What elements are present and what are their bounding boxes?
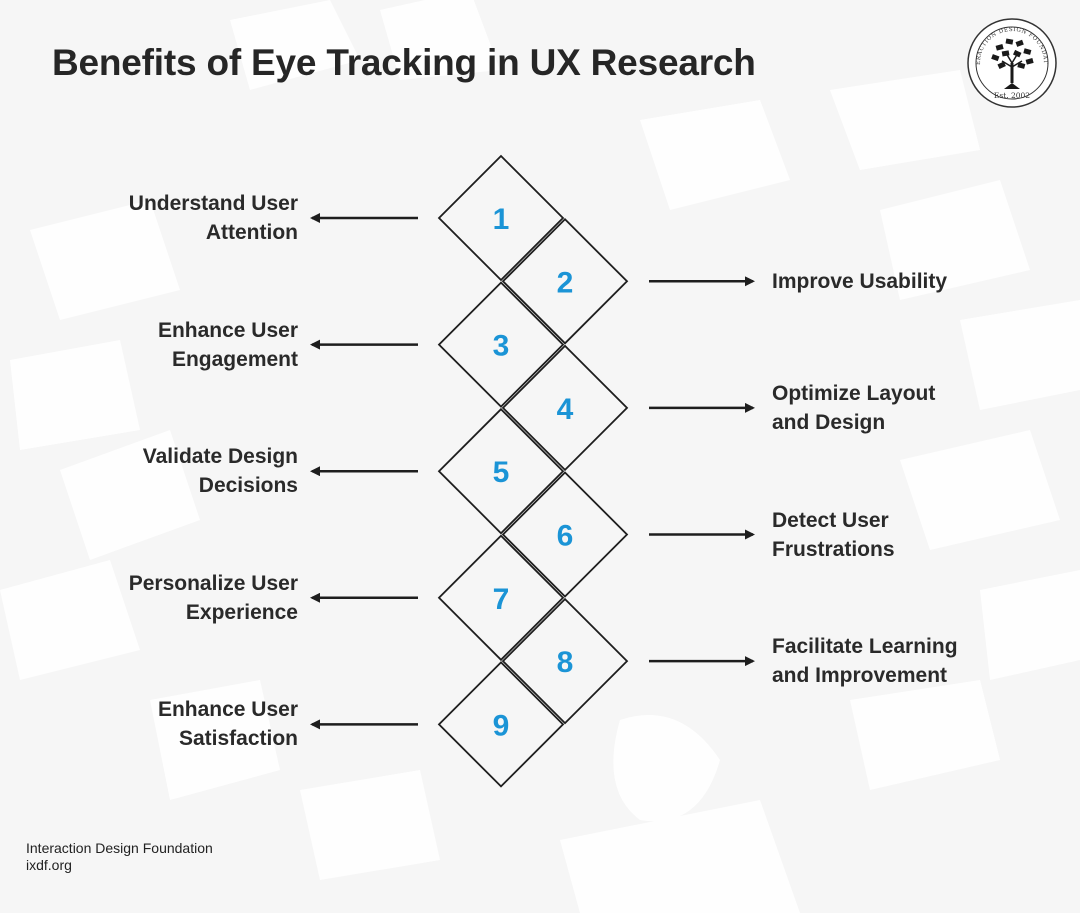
benefit-label-5-line-2: Decisions <box>198 474 298 498</box>
diamond-number-3: 3 <box>493 330 510 363</box>
benefit-label-3-line-2: Engagement <box>171 347 298 371</box>
diamond-number-2: 2 <box>557 266 574 299</box>
tree-of-books-icon <box>991 38 1034 89</box>
diamond-number-9: 9 <box>493 709 510 742</box>
diamond-3 <box>437 281 565 408</box>
benefit-label-1-line-2: Attention <box>205 221 298 244</box>
benefit-label-8: Facilitate Learning and Improvement <box>772 632 1032 690</box>
benefit-label-1-line-1: Understand User <box>128 192 298 215</box>
benefit-label-9-line-1: Enhance User <box>157 698 298 722</box>
diamond-6 <box>501 471 629 598</box>
benefit-label-2-line-1: Improve Usability <box>772 269 948 293</box>
diamond-5 <box>437 407 565 535</box>
benefit-label-7-line-2: Experience <box>185 600 298 624</box>
benefit-label-8-line-2: and Improvement <box>772 664 948 688</box>
diamond-number-1: 1 <box>493 203 510 236</box>
benefit-label-6-line-2: Frustrations <box>772 537 895 561</box>
diamond-number-6: 6 <box>557 520 574 553</box>
diamond-number-4: 4 <box>557 393 574 426</box>
page-title: Benefits of Eye Tracking in UX Research <box>52 42 756 83</box>
benefit-label-9-line-2: Satisfaction <box>178 727 298 751</box>
diamond-2 <box>501 218 629 345</box>
idf-logo: INTERACTION DESIGN FOUNDATION Est. 2002 <box>966 17 1057 108</box>
diamond-8 <box>501 597 629 725</box>
benefit-label-4: Optimize Layout and Design <box>772 379 1032 437</box>
benefit-label-3-line-1: Enhance User <box>157 318 298 342</box>
benefit-label-6-line-1: Detect User <box>772 508 889 532</box>
diamond-number-8: 8 <box>557 646 574 679</box>
diamond-1 <box>437 154 565 282</box>
diamond-number-7: 7 <box>493 583 510 616</box>
logo-est-text: Est. 2002 <box>994 91 1030 100</box>
diamond-number-5: 5 <box>493 456 510 489</box>
benefit-label-4-line-2: and Design <box>772 410 886 434</box>
footer-credit: Interaction Design Foundation ixdf.org <box>26 840 213 874</box>
benefit-label-8-line-1: Facilitate Learning <box>772 635 958 659</box>
footer-url: ixdf.org <box>26 857 72 873</box>
diamond-4 <box>501 344 629 472</box>
diamond-9 <box>437 661 565 788</box>
benefit-label-5-line-1: Validate Design <box>142 445 298 469</box>
benefit-label-2: Improve Usability <box>772 267 1032 296</box>
footer-org: Interaction Design Foundation <box>26 840 213 856</box>
benefit-label-7-line-1: Personalize User <box>128 571 298 595</box>
benefit-label-4-line-1: Optimize Layout <box>772 381 936 405</box>
diamond-7 <box>437 534 565 662</box>
